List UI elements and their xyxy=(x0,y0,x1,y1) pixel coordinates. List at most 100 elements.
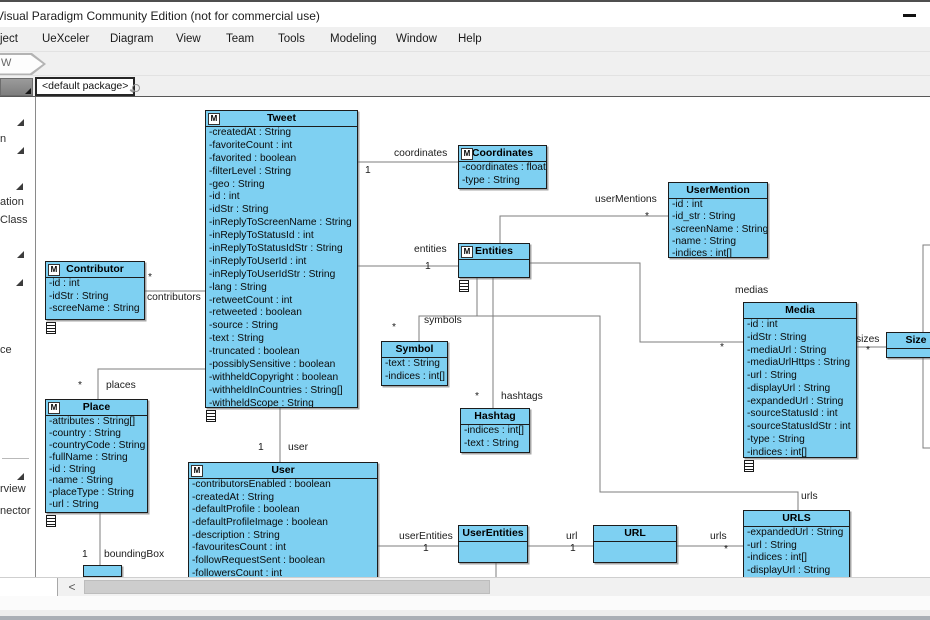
menu-window[interactable]: Window xyxy=(396,33,437,45)
model-icon: M xyxy=(48,264,60,276)
palette-expand-triangle-icon[interactable] xyxy=(17,119,24,126)
model-icon: M xyxy=(461,246,473,258)
class-attribute: -sourceStatusId : int xyxy=(747,408,838,420)
class-title: UserMention xyxy=(669,183,767,199)
class-symbol[interactable]: Symbol-text : String-indices : int[] xyxy=(381,341,448,386)
class-attribute: -lang : String xyxy=(209,281,267,293)
class-attribute: -country : String xyxy=(49,427,121,439)
class-attribute: -inReplyToScreenName : String xyxy=(209,217,352,229)
class-attribute: -retweeted : boolean xyxy=(209,307,302,319)
diagram-tab-row: <default package> xyxy=(0,76,930,97)
palette-expand-triangle-icon[interactable] xyxy=(16,279,23,286)
scroll-left-arrow-icon[interactable]: < xyxy=(68,580,76,594)
menu-diagram[interactable]: Diagram xyxy=(110,33,154,45)
class-size[interactable]: Size xyxy=(886,332,930,358)
class-attribute: -fullName : String xyxy=(49,451,128,463)
class-urls[interactable]: URLS-expandedUrl : String-url : String-i… xyxy=(743,510,850,578)
palette-expand-triangle-icon[interactable] xyxy=(17,147,24,154)
perspective-tab[interactable]: W xyxy=(0,53,46,75)
palette-expand-triangle-icon[interactable] xyxy=(16,183,23,190)
menu-ject[interactable]: ject xyxy=(0,33,18,45)
class-attribute: -possiblySensitive : boolean xyxy=(209,359,336,371)
menu-team[interactable]: Team xyxy=(226,33,255,45)
class-title: Size xyxy=(887,333,930,349)
class-title: UserEntities xyxy=(459,526,527,542)
class-title: URLS xyxy=(744,511,849,527)
palette-expand-triangle-icon[interactable] xyxy=(17,473,24,480)
class-title xyxy=(84,566,121,576)
class-attribute: -withheldCopyright : boolean xyxy=(209,371,339,383)
menu-uexceler[interactable]: UeXceler xyxy=(42,33,90,45)
palette-item-n[interactable]: n xyxy=(0,133,7,145)
class-attribute: -idStr : String xyxy=(209,204,269,216)
class-attribute: -createdAt : String xyxy=(209,127,292,138)
class-attribute: -truncated : boolean xyxy=(209,346,300,358)
magnifier-icon[interactable] xyxy=(132,84,140,92)
scrollbar-thumb[interactable] xyxy=(84,580,490,594)
class-media[interactable]: Media-id : int-idStr : String-mediaUrl :… xyxy=(743,302,857,458)
class-attribute: -indices : int[] xyxy=(672,248,733,258)
class-attribute: -contributorsEnabled : boolean xyxy=(192,479,331,490)
panel-header-button[interactable] xyxy=(0,78,33,96)
palette-item-ce[interactable]: ce xyxy=(0,344,12,356)
palette-item-Class[interactable]: Class xyxy=(0,214,28,226)
palette-divider xyxy=(2,458,29,459)
class-url[interactable]: URL xyxy=(593,525,677,563)
class-attribute: -filterLevel : String xyxy=(209,165,292,177)
class-attribute: -screenName : String xyxy=(672,223,768,235)
class-attribute: -inReplyToStatusId : int xyxy=(209,230,314,242)
class-hashtag[interactable]: Hashtag-indices : int[]-text : String xyxy=(460,408,530,453)
palette-item-nector[interactable]: nector xyxy=(0,505,31,517)
class-title: URL xyxy=(594,526,676,542)
window-bottom-edge xyxy=(0,616,930,620)
class-attribute: -attributes : String[] xyxy=(49,416,136,427)
class-attribute: -inReplyToStatusIdStr : String xyxy=(209,243,343,255)
menu-help[interactable]: Help xyxy=(458,33,482,45)
class-attribute: -favoriteCount : int xyxy=(209,139,293,151)
class-attribute: -expandedUrl : String xyxy=(747,527,844,538)
menu-view[interactable]: View xyxy=(176,33,201,45)
class-attribute: -source : String xyxy=(209,320,279,332)
class-attribute: -url : String xyxy=(747,539,797,551)
model-icon: M xyxy=(191,465,203,477)
palette-item-rview[interactable]: rview xyxy=(0,483,26,495)
class-attribute: -indices : int[] xyxy=(464,425,525,436)
class-userentities[interactable]: UserEntities xyxy=(458,525,528,563)
class-usermention[interactable]: UserMention-id : int-id_str : String-scr… xyxy=(668,182,768,258)
minimize-icon[interactable] xyxy=(903,14,916,17)
class-attribute: -name : String xyxy=(49,475,113,487)
menu-modeling[interactable]: Modeling xyxy=(330,33,377,45)
menu-bar: ject UeXceler Diagram View Team Tools Modeling… xyxy=(0,27,930,52)
class-attribute: -defaultProfileImage : boolean xyxy=(192,517,328,529)
menu-tools[interactable]: Tools xyxy=(278,33,305,45)
palette-expand-triangle-icon[interactable] xyxy=(17,251,24,258)
class-attribute: -id : int xyxy=(747,319,778,330)
class-attribute: -inReplyToUserIdStr : String xyxy=(209,268,336,280)
class-partial[interactable] xyxy=(83,565,122,577)
class-attribute: -id : int xyxy=(49,278,80,289)
class-attribute: -favorited : boolean xyxy=(209,152,297,164)
class-attribute: -mediaUrl : String xyxy=(747,344,827,356)
tab-default-package[interactable]: <default package> xyxy=(35,77,136,96)
class-title: Media xyxy=(744,303,856,319)
class-attribute: -sourceStatusIdStr : int xyxy=(747,421,851,432)
horizontal-scrollbar[interactable]: < xyxy=(0,577,930,597)
palette-item-ation[interactable]: ation xyxy=(0,196,24,208)
model-icon: M xyxy=(48,402,60,414)
class-attribute: -indices : int[] xyxy=(747,446,808,458)
class-attribute: -inReplyToUserId : int xyxy=(209,255,307,267)
model-icon: M xyxy=(461,148,473,160)
class-attribute: -idStr : String xyxy=(49,290,109,302)
class-attribute: -followRequestSent : boolean xyxy=(192,555,326,567)
class-attribute: -description : String xyxy=(192,529,280,541)
